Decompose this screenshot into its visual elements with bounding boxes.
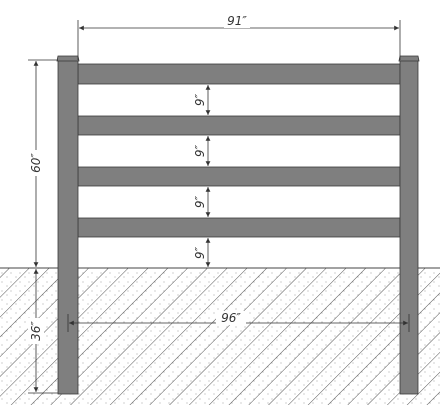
- top-span-label: 91″: [227, 14, 247, 28]
- depth-label: 36″: [29, 321, 43, 341]
- rail-gap-2-label: 9″: [193, 144, 207, 157]
- right-post-cap: [398, 55, 420, 62]
- height-label-bg: [28, 150, 44, 176]
- left-post-cap: [56, 55, 80, 62]
- rail-2: [77, 115, 401, 136]
- posts: [56, 55, 420, 395]
- left-post: [57, 59, 79, 395]
- rail-1: [77, 63, 401, 85]
- rail-3: [77, 166, 401, 187]
- height-label: 60″: [29, 153, 43, 173]
- rail-gap-dimensions: 9″ 9″ 9″ 9″: [193, 85, 211, 267]
- rail-gap-3-label: 9″: [193, 195, 207, 208]
- top-span-dimension: 91″: [77, 12, 401, 60]
- depth-dimension: 36″: [28, 269, 58, 394]
- height-dimension: 60″: [28, 59, 58, 267]
- depth-label-bg: [28, 318, 44, 344]
- rail-4: [77, 217, 401, 238]
- post-spacing-label: 96″: [221, 311, 241, 325]
- rails: [77, 63, 401, 238]
- top-span-label-bg: [224, 12, 250, 28]
- rail-gap-1-label: 9″: [193, 93, 207, 106]
- post-spacing-label-bg: [216, 311, 246, 325]
- rail-gap-4-label: 9″: [193, 246, 207, 259]
- post-spacing-dimension: 96″: [67, 311, 410, 332]
- right-post: [399, 59, 419, 395]
